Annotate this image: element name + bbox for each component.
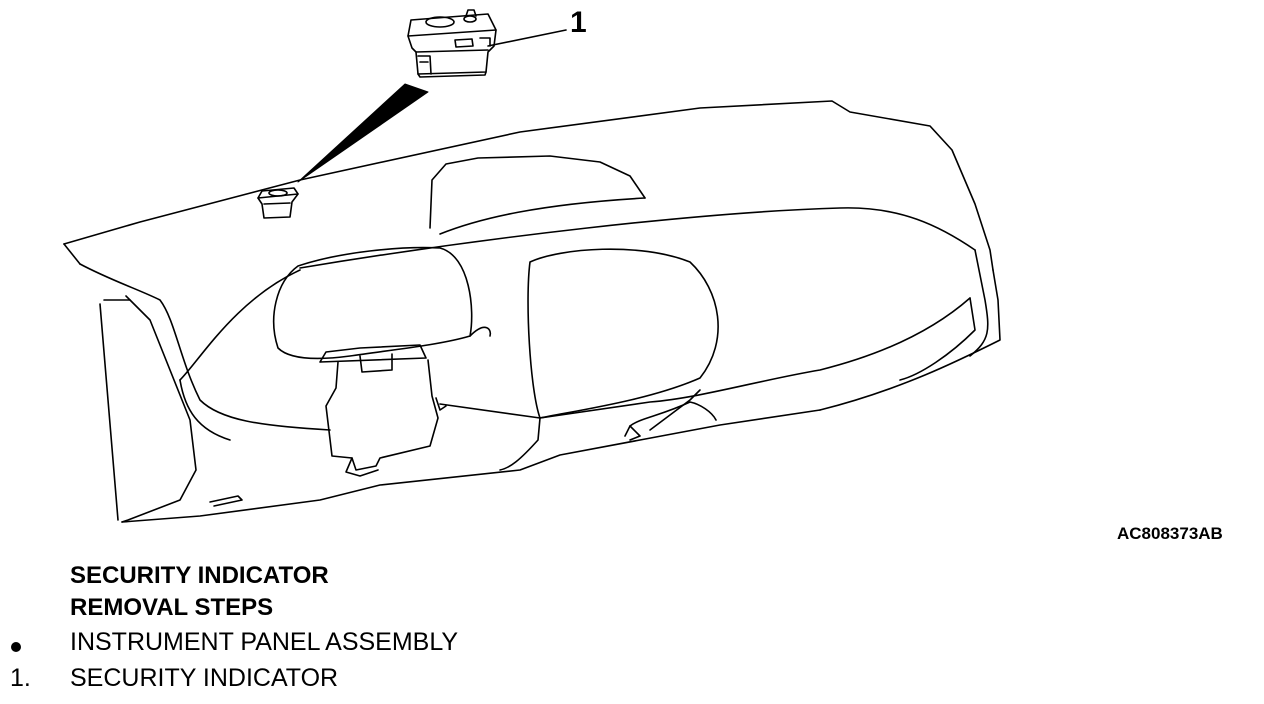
security-indicator-installed — [257, 187, 299, 219]
instrument-panel-illustration — [63, 9, 1001, 523]
filled-circle-bullet-icon — [11, 642, 21, 652]
removal-steps-heading: REMOVAL STEPS — [70, 594, 274, 621]
step-number: 1. — [10, 664, 31, 692]
step-item: 1. SECURITY INDICATOR — [0, 662, 700, 696]
step-item: INSTRUMENT PANEL ASSEMBLY — [0, 626, 700, 660]
step-text: INSTRUMENT PANEL ASSEMBLY — [70, 628, 459, 656]
procedure-title: SECURITY INDICATOR — [70, 562, 329, 589]
callout-number-1: 1 — [570, 6, 587, 39]
step-text: SECURITY INDICATOR — [70, 664, 339, 692]
location-pointer — [297, 83, 429, 183]
security-indicator-enlarged — [407, 9, 497, 78]
callout-leader-line — [487, 29, 567, 47]
instrument-panel-outline — [63, 100, 1001, 523]
figure-code: AC808373AB — [1117, 524, 1223, 543]
